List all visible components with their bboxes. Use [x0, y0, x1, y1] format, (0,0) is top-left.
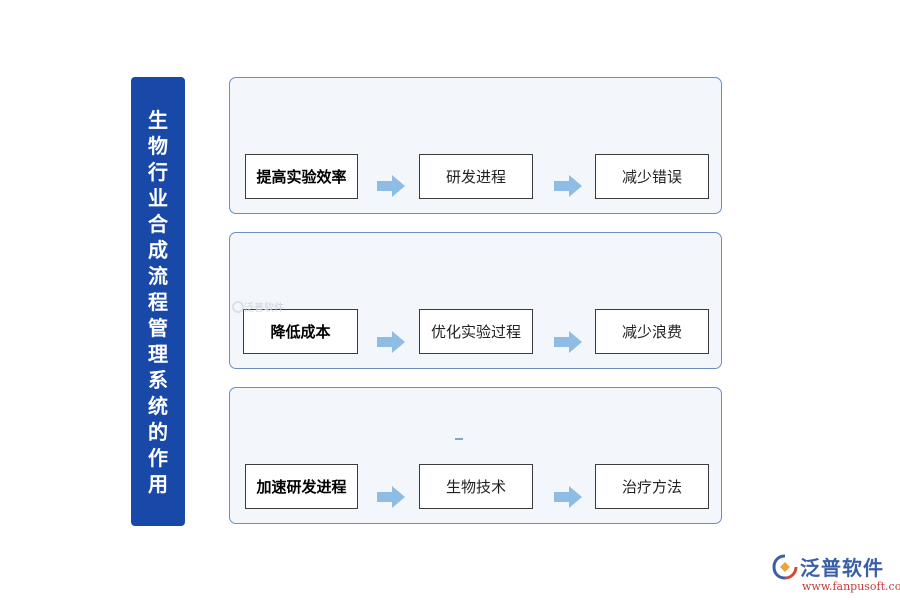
sidebar-char: 作: [148, 445, 168, 470]
row1-start-box: 提高实验效率: [245, 154, 358, 199]
sidebar-char: 流: [148, 263, 168, 288]
sidebar-char: 程: [148, 289, 168, 314]
arrow-right-icon: [377, 486, 405, 508]
row3-end-box: 治疗方法: [595, 464, 709, 509]
arrow-right-icon: [377, 331, 405, 353]
sidebar-char: 行: [148, 159, 168, 184]
row-panel-2: 降低成本 优化实验过程 减少浪费: [229, 232, 722, 369]
row3-start-box: 加速研发进程: [245, 464, 358, 509]
sidebar-char: 生: [148, 107, 168, 132]
sidebar-char: 理: [148, 341, 168, 366]
brand-url: www.fanpusoft.com: [802, 580, 900, 593]
watermark: 泛普软件: [232, 299, 284, 314]
row-panel-1: 提高实验效率 研发进程 减少错误: [229, 77, 722, 214]
row3-middle-box: 生物技术: [419, 464, 533, 509]
sidebar-char: 管: [148, 315, 168, 340]
sidebar-title-block: 生 物 行 业 合 成 流 程 管 理 系 统 的 作 用: [131, 77, 185, 526]
sidebar-char: 统: [148, 393, 168, 418]
row2-middle-box: 优化实验过程: [419, 309, 533, 354]
sidebar-char: 物: [148, 133, 168, 158]
row1-middle-box: 研发进程: [419, 154, 533, 199]
arrow-right-icon: [377, 175, 405, 197]
arrow-right-icon: [554, 175, 582, 197]
row-panel-3: 加速研发进程 生物技术 治疗方法: [229, 387, 722, 524]
watermark-text: 泛普软件: [244, 303, 284, 314]
sidebar-char: 系: [148, 367, 168, 392]
sidebar-char: 的: [148, 419, 168, 444]
arrow-right-icon: [554, 486, 582, 508]
sidebar-char: 合: [148, 211, 168, 236]
row2-end-box: 减少浪费: [595, 309, 709, 354]
brand-name: 泛普软件: [800, 556, 884, 580]
brand-logo-icon: [772, 554, 798, 580]
sidebar-char: 业: [148, 185, 168, 210]
sidebar-char: 用: [148, 471, 168, 496]
arrow-right-icon: [554, 331, 582, 353]
sidebar-char: 成: [148, 237, 168, 262]
watermark-logo-icon: [232, 300, 244, 313]
row1-end-box: 减少错误: [595, 154, 709, 199]
small-dash: [455, 438, 463, 440]
brand-logo: 泛普软件 www.fanpusoft.com: [772, 552, 900, 598]
row2-start-box: 降低成本: [243, 309, 358, 354]
